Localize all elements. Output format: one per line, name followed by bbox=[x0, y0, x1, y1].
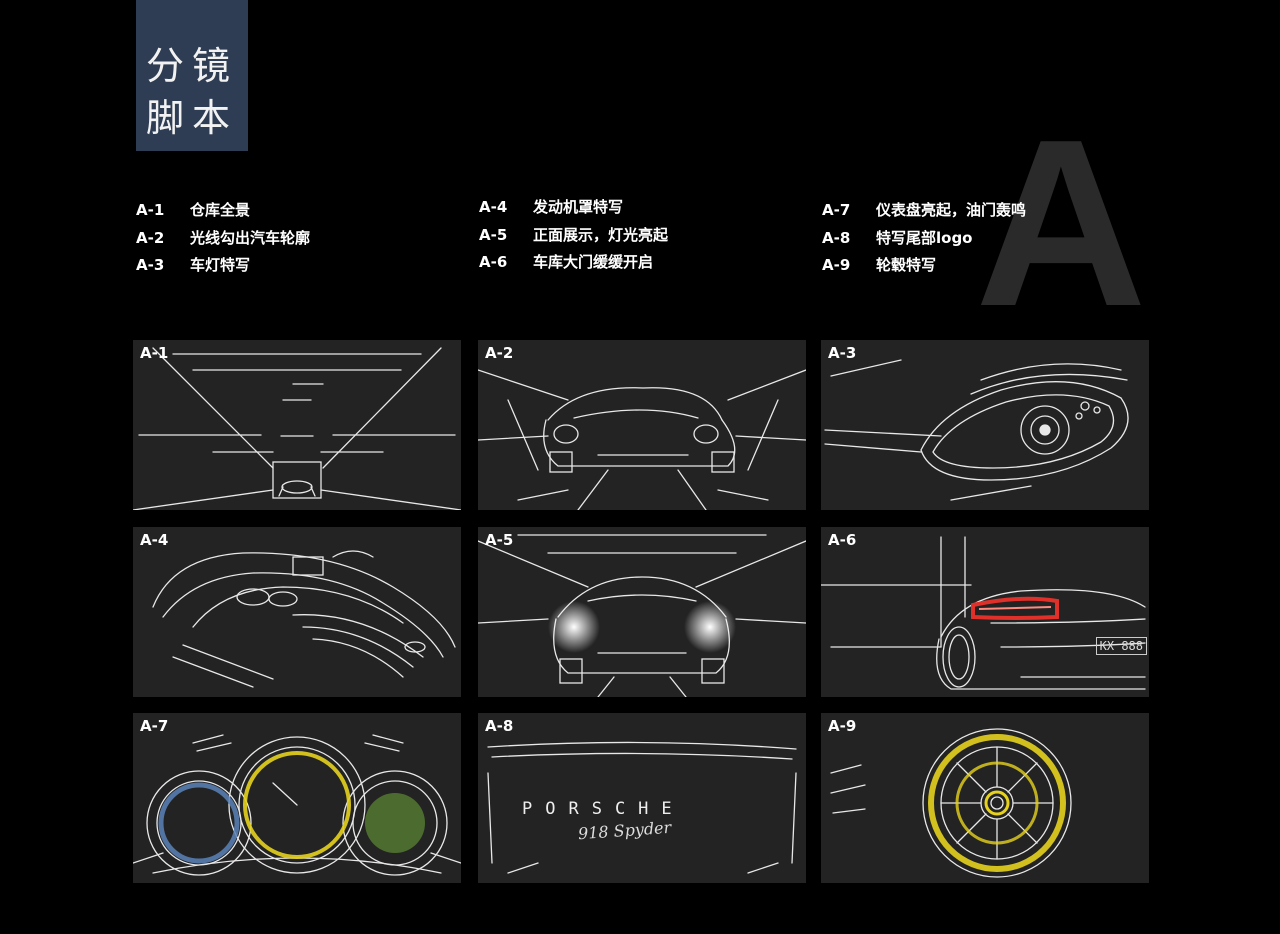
legend-column-3: A-7 仪表盘亮起，油门轰鸣 A-8 特写尾部logo A-9 轮毂特写 bbox=[822, 197, 1026, 280]
front-view-sketch bbox=[478, 534, 806, 697]
legend-desc: 车库大门缓缓开启 bbox=[533, 253, 654, 271]
legend-item: A-5 正面展示，灯光亮起 bbox=[479, 222, 668, 250]
panel-label: A-9 bbox=[828, 717, 857, 735]
panel-label: A-1 bbox=[140, 344, 169, 362]
legend-desc: 车灯特写 bbox=[190, 256, 251, 274]
legend-id: A-5 bbox=[479, 225, 508, 244]
legend-id: A-2 bbox=[136, 228, 165, 247]
legend-id: A-6 bbox=[479, 253, 508, 271]
tail-logo-sketch bbox=[487, 741, 797, 874]
legend-id: A-3 bbox=[136, 256, 165, 274]
legend-item: A-3 车灯特写 bbox=[136, 252, 310, 280]
panel-label: A-6 bbox=[828, 531, 857, 549]
legend-id: A-1 bbox=[136, 201, 165, 219]
legend-desc: 光线勾出汽车轮廓 bbox=[190, 228, 311, 247]
panel-label: A-3 bbox=[828, 344, 857, 362]
legend-item: A-4 发动机罩特写 bbox=[479, 194, 668, 222]
storyboard-panel-a9: A-9 bbox=[821, 713, 1149, 883]
warehouse-sketch bbox=[133, 347, 461, 510]
panel-label: A-5 bbox=[485, 531, 514, 549]
legend-desc: 仓库全景 bbox=[190, 201, 251, 219]
storyboard-panel-a1: A-1 bbox=[133, 340, 461, 510]
wheel-hub-sketch bbox=[830, 728, 1072, 878]
rear-view-sketch bbox=[821, 536, 1146, 690]
legend-column-1: A-1 仓库全景 A-2 光线勾出汽车轮廓 A-3 车灯特写 bbox=[136, 197, 310, 280]
panel-label: A-2 bbox=[485, 344, 514, 362]
legend-item: A-9 轮毂特写 bbox=[822, 252, 1026, 280]
storyboard-panel-a2: A-2 bbox=[478, 340, 806, 510]
panel-label: A-7 bbox=[140, 717, 169, 735]
section-letter: A bbox=[975, 91, 1147, 356]
panel-label: A-4 bbox=[140, 531, 169, 549]
storyboard-panel-a6: KX 888 A-6 bbox=[821, 527, 1149, 697]
car-outline-sketch bbox=[478, 369, 806, 510]
legend-item: A-8 特写尾部logo bbox=[822, 225, 1026, 253]
dashboard-sketch bbox=[133, 734, 461, 876]
headlight-sketch bbox=[824, 359, 1129, 501]
legend-item: A-6 车库大门缓缓开启 bbox=[479, 249, 668, 277]
title-block: 分镜 脚本 bbox=[136, 0, 248, 151]
storyboard-panel-a8: PORSCHE 918 Spyder A-8 bbox=[478, 713, 806, 883]
storyboard-panel-a4: A-4 bbox=[133, 527, 461, 697]
license-plate: KX 888 bbox=[1095, 637, 1147, 655]
legend-item: A-1 仓库全景 bbox=[136, 197, 310, 225]
legend-desc: 轮毂特写 bbox=[876, 256, 937, 274]
title-line-1: 分镜 bbox=[146, 44, 239, 88]
panel-label: A-8 bbox=[485, 717, 514, 735]
legend-desc: 发动机罩特写 bbox=[533, 198, 624, 216]
legend-item: A-2 光线勾出汽车轮廓 bbox=[136, 225, 310, 253]
storyboard-panel-a3: A-3 bbox=[821, 340, 1149, 510]
legend-desc: 正面展示，灯光亮起 bbox=[533, 225, 669, 244]
legend-id: A-7 bbox=[822, 201, 851, 219]
legend-column-2: A-4 发动机罩特写 A-5 正面展示，灯光亮起 A-6 车库大门缓缓开启 bbox=[479, 194, 668, 277]
storyboard-panel-a5: A-5 bbox=[478, 527, 806, 697]
title-line-2: 脚本 bbox=[146, 96, 239, 140]
legend-item: A-7 仪表盘亮起，油门轰鸣 bbox=[822, 197, 1026, 225]
legend-desc: 仪表盘亮起，油门轰鸣 bbox=[876, 201, 1027, 219]
engine-hood-sketch bbox=[152, 550, 456, 688]
brand-wordmark: PORSCHE bbox=[522, 799, 685, 819]
legend-id: A-8 bbox=[822, 228, 851, 247]
legend-id: A-4 bbox=[479, 198, 508, 216]
legend-id: A-9 bbox=[822, 256, 851, 274]
legend-desc: 特写尾部logo bbox=[876, 228, 973, 247]
storyboard-panel-a7: A-7 bbox=[133, 713, 461, 883]
